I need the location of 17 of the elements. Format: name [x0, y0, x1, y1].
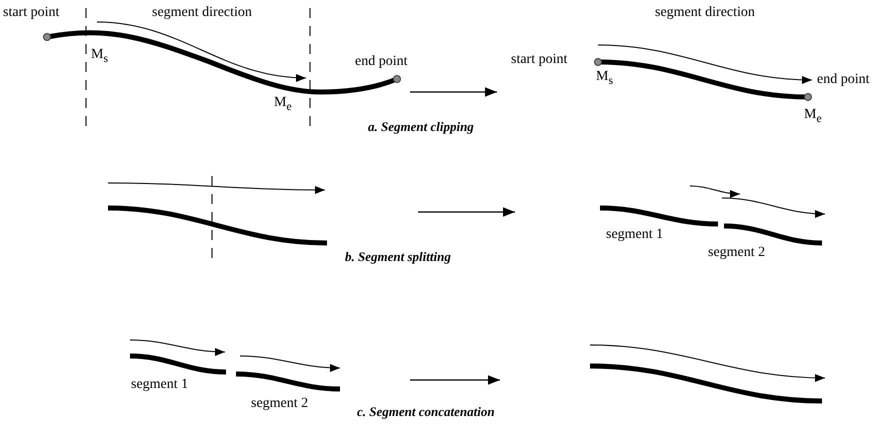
- segment-label: segment 1: [606, 228, 664, 242]
- point-label: M$_{s}$: [596, 70, 613, 86]
- caption: b. Segment splitting: [345, 250, 451, 263]
- direction-label: segment direction: [152, 6, 252, 20]
- point-label: start point: [3, 6, 60, 20]
- point-label: M$_{e}$: [804, 108, 822, 124]
- caption: a. Segment clipping: [368, 120, 474, 133]
- segment-label: segment 2: [251, 397, 308, 411]
- point-label: end point: [355, 55, 408, 69]
- point-label: M$_{s}$: [91, 48, 108, 64]
- point-label: end point: [817, 73, 870, 87]
- point-label: start point: [511, 53, 568, 67]
- segment-label: segment 2: [708, 246, 766, 260]
- segment-label: segment 1: [131, 378, 188, 392]
- direction-label: segment direction: [655, 6, 755, 20]
- point-label: M$_{e}$: [274, 96, 292, 112]
- caption: c. Segment concatenation: [357, 405, 495, 418]
